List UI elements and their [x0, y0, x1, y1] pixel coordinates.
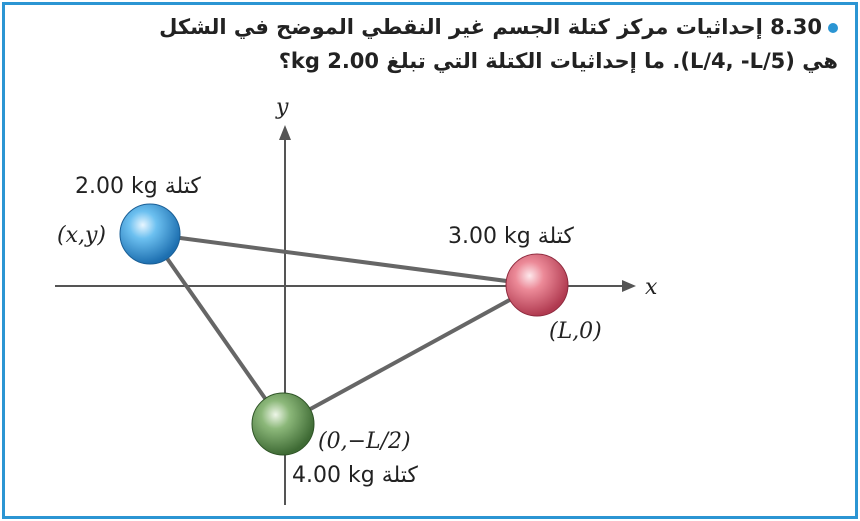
red-mass-label: 3.00 kg كتلة: [448, 224, 574, 249]
y-axis-label: y: [275, 95, 289, 120]
green-coord-label: (0,−L/2): [318, 429, 411, 454]
y-axis-arrow-icon: [279, 125, 291, 140]
rod-red-green: [282, 283, 538, 426]
question-text: 8.30 إحداثيات مركز كتلة الجسم غير النقطي…: [38, 10, 838, 78]
blue-mass-sphere: [119, 203, 181, 265]
red-coord-label: (L,0): [549, 319, 602, 344]
red-mass-sphere: [505, 253, 569, 317]
x-axis-label: x: [645, 275, 658, 300]
question-line-2: هي (L/4, -L/5). ما إحداثيات الكتلة التي …: [278, 49, 838, 73]
rod-blue-red: [149, 232, 538, 287]
x-axis-arrow-icon: [622, 280, 636, 292]
blue-mass-label: 2.00 kg كتلة: [75, 174, 201, 199]
green-mass-label: 4.00 kg كتلة: [292, 463, 418, 488]
question-line-1: 8.30 إحداثيات مركز كتلة الجسم غير النقطي…: [38, 10, 838, 44]
rod-green-blue: [148, 232, 285, 426]
blue-coord-label: (x,y): [57, 223, 106, 248]
green-mass-sphere: [251, 392, 315, 456]
bullet-icon: [828, 23, 838, 33]
question-line-1-text: إحداثيات مركز كتلة الجسم غير النقطي المو…: [159, 15, 763, 39]
question-number: 8.30: [770, 15, 822, 39]
